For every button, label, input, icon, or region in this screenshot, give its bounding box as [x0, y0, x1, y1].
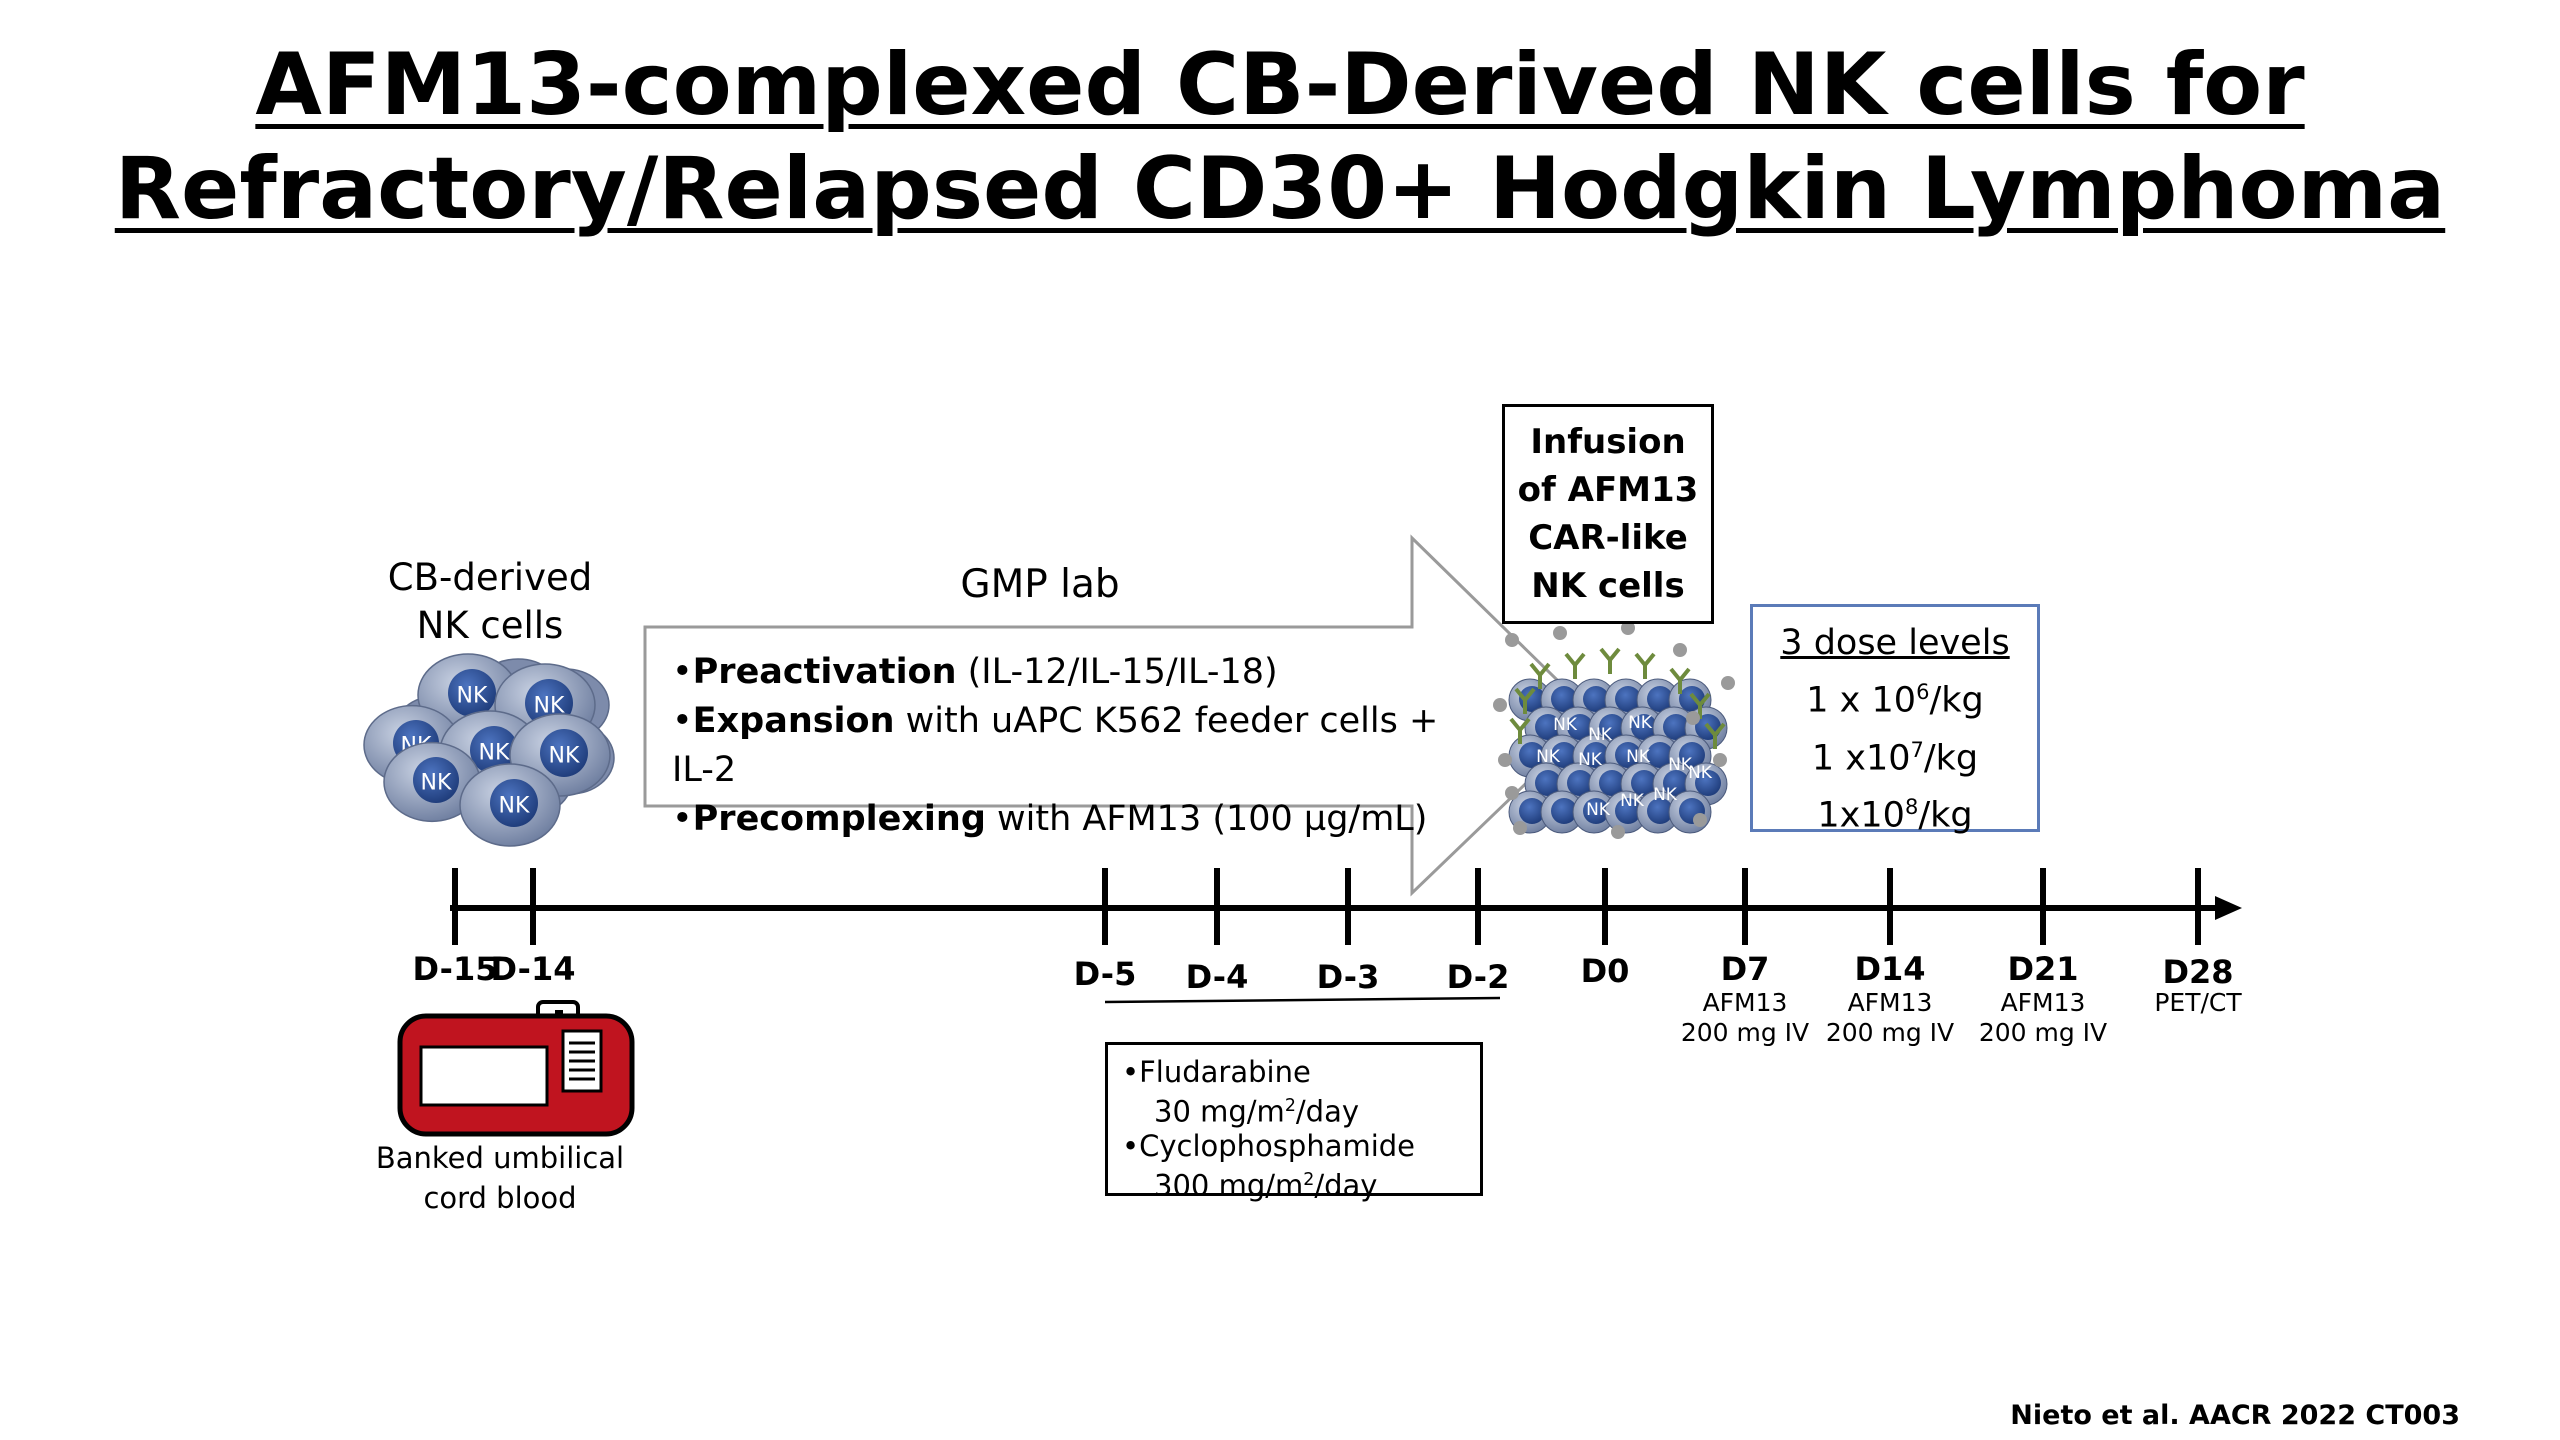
nk-cell-label: NK [457, 684, 488, 709]
conditioning-dose-1: 30 mg/m2/day [1154, 1094, 1360, 1129]
nk-cell-label: NK [549, 744, 580, 769]
conditioning-dose-2: 300 mg/m2/day [1154, 1168, 1378, 1203]
nk-cell-label: NK [1653, 785, 1678, 805]
tick-label: D-15 [412, 950, 498, 988]
nk-cell-label: NK [1626, 747, 1651, 767]
dose-level-1: 1 x 106/kg [1806, 680, 1984, 721]
nk-cell-label: NK [1668, 755, 1693, 775]
antibody-icon [1599, 647, 1621, 674]
cb-nk-label-line1: CB-derived [387, 556, 593, 599]
cord-blood-label: Banked umbilical cord blood [370, 1138, 630, 1218]
conditioning-drug-2: •Cyclophosphamide [1122, 1128, 1416, 1163]
nk-cell-label: NK [1688, 763, 1713, 783]
infusion-box: Infusion of AFM13 CAR-like NK cells [1502, 404, 1714, 624]
cb-nk-label: CB-derived NK cells [370, 554, 610, 650]
citation: Nieto et al. AACR 2022 CT003 [2010, 1400, 2460, 1431]
tick-label: D-14 [490, 950, 576, 988]
tick-sublabel: 200 mg IV [1680, 1018, 1810, 1047]
gmp-arrow [643, 534, 1598, 897]
antibody-icon [1634, 652, 1656, 679]
nk-cell-label: NK [1628, 713, 1653, 733]
tick-sublabel: AFM13 [1702, 988, 1788, 1017]
cord-blood-label-line2: cord blood [423, 1181, 577, 1215]
tick-label: D-5 [1073, 955, 1137, 993]
antibody-icon [1669, 667, 1691, 694]
tick-label: D21 [2007, 950, 2079, 988]
gmp-step-precomplexing: •Precomplexing with AFM13 (100 µg/mL) [672, 799, 1428, 839]
antibody-icon [1509, 717, 1531, 744]
gmp-step-expansion: •Expansion with uAPC K562 feeder cells +… [672, 701, 1439, 790]
cord-blood-bag-icon [397, 1000, 635, 1137]
tick-label: D14 [1854, 950, 1926, 988]
gmp-steps-list: •Preactivation (IL-12/IL-15/IL-18) •Expa… [672, 648, 1452, 844]
tick-label: D-2 [1446, 958, 1510, 996]
tick-label: D28 [2162, 953, 2234, 991]
cb-nk-label-line2: NK cells [416, 604, 564, 647]
tick-sublabel: PET/CT [2154, 988, 2242, 1017]
antibody-icon [1689, 692, 1711, 719]
title-line-1: AFM13-complexed CB-Derived NK cells for [255, 35, 2305, 135]
nk-cell-label: NK [499, 794, 530, 819]
gmp-step-preactivation: •Preactivation (IL-12/IL-15/IL-18) [672, 652, 1278, 692]
tick-sublabel: 200 mg IV [1825, 1018, 1955, 1047]
tick-label: D7 [1720, 950, 1770, 988]
nk-cell: NK [383, 741, 481, 823]
timeline-ticks [452, 868, 2201, 945]
nk-cell-label: NK [1553, 715, 1578, 735]
infusion-line-3: CAR-like [1528, 518, 1688, 558]
nk-cell-label: NK [1588, 725, 1613, 745]
nk-cell-label: NK [421, 771, 452, 796]
tick-label: D-3 [1316, 958, 1380, 996]
dose-levels-box: 3 dose levels 1 x 106/kg 1 x107/kg 1x108… [1750, 604, 2040, 836]
antibody-icon [1529, 662, 1551, 689]
tick-sublabel: AFM13 [2000, 988, 2086, 1017]
infusion-line-1: Infusion [1530, 422, 1686, 462]
nk-cell-label: NK [1536, 747, 1561, 767]
dose-levels-title: 3 dose levels [1780, 623, 2010, 663]
infusion-line-2: of AFM13 [1517, 470, 1699, 510]
nk-cell-label: NK [1586, 800, 1611, 820]
tick-sublabel: 200 mg IV [1978, 1018, 2108, 1047]
antibody-icon [1704, 722, 1726, 749]
nk-cell-label: NK [1620, 791, 1645, 811]
antibody-icon [1514, 687, 1536, 714]
conditioning-box: •Fludarabine 30 mg/m2/day •Cyclophospham… [1105, 1042, 1483, 1202]
nk-cell-label: NK [479, 741, 510, 766]
timeline-axis [450, 896, 2242, 920]
tick-label: D0 [1580, 952, 1630, 990]
dose-level-3: 1x108/kg [1817, 795, 1973, 836]
cord-blood-label-line1: Banked umbilical [375, 1141, 625, 1175]
tick-label: D-4 [1185, 958, 1249, 996]
nk-cell-label: NK [1578, 750, 1603, 770]
dose-level-2: 1 x107/kg [1811, 737, 1979, 779]
nk-cell: NK [459, 763, 561, 847]
gmp-lab-label: GMP lab [960, 562, 1120, 607]
tick-sublabel: AFM13 [1847, 988, 1933, 1017]
antibody-icon [1564, 652, 1586, 679]
conditioning-drug-1: •Fludarabine [1122, 1055, 1311, 1089]
infusion-line-4: NK cells [1531, 566, 1685, 606]
title-line-2: Refractory/Relapsed CD30+ Hodgkin Lympho… [114, 139, 2446, 239]
conditioning-bracket [1104, 996, 1501, 1004]
